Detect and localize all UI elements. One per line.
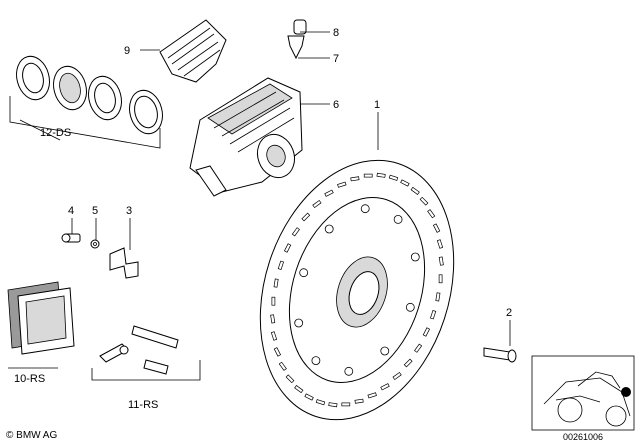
disc-slot [414,343,423,353]
disc-rivet [324,224,334,234]
callout-11-rs: 11-RS [128,399,158,411]
washer-part-5[interactable] [90,239,100,249]
disc-slot [419,196,429,206]
disc-bolt-part-2[interactable] [483,347,517,363]
disc-slot [432,223,441,233]
disc-slot [341,402,351,407]
disc-slot [438,274,443,284]
diagram-id: 00261006 [562,432,604,442]
disc-slot [277,260,285,271]
callout-8: 8 [333,27,339,39]
leader-lines [8,31,511,381]
disc-slot [304,393,314,401]
pin-kit-part-11-rs[interactable] [99,325,179,375]
disc-slot [315,399,326,406]
disc-slot [273,347,282,357]
callout-12-ds: 12-DS [40,127,71,139]
disc-slot [278,361,287,371]
bracket-part-3[interactable] [109,247,139,279]
disc-slot [285,374,295,384]
seal-kit-part-12-ds[interactable] [12,53,167,138]
disc-slot [337,181,347,188]
disc-rivet [380,346,390,356]
disc-rivet [405,302,415,312]
bolt-part-4[interactable] [61,233,81,243]
disc-slot [270,331,278,341]
disc-slot [291,227,300,237]
brake-pads-part-10-rs[interactable] [7,281,75,355]
disc-slot [283,243,292,253]
callout-4: 4 [68,205,74,217]
disc-slot [354,398,364,404]
disc-slot [380,383,390,391]
disc-slot [273,278,279,288]
disc-slot [436,239,444,249]
disc-slot [429,309,437,320]
disc-vent-slots [270,172,444,408]
disc-rivet [344,366,354,376]
disc-slot [427,209,436,219]
callout-10-rs: 10-RS [14,373,45,385]
disc-slot [350,176,360,182]
disc-slot [312,199,322,209]
callout-9: 9 [124,45,130,57]
copyright-label: © BMW AG [6,430,58,441]
locator-dot-icon [621,387,631,397]
disc-slot [422,327,431,337]
disc-slot [294,385,304,394]
callout-2: 2 [506,307,512,319]
disc-slot [367,392,377,399]
disc-rivets [294,204,420,376]
pad-spring-part-9[interactable] [159,19,227,83]
brake-disc-part-1[interactable] [228,135,485,445]
disc-slot [435,292,441,302]
callout-7: 7 [333,53,339,65]
disc-slot [271,296,276,306]
disc-rivet [311,356,321,366]
disc-slot [403,358,413,368]
callout-1: 1 [374,99,380,111]
brake-caliper-part-6[interactable] [189,77,303,197]
disc-rivet [410,252,420,262]
disc-slot [270,314,276,324]
bleeder-screw-part-7[interactable] [287,35,305,60]
bleeder-valve-part-8[interactable] [293,19,307,35]
disc-slot [376,172,386,178]
callout-6: 6 [333,99,339,111]
disc-slot [328,402,338,408]
disc-slot [301,212,311,222]
disc-rivet [299,268,309,278]
disc-slot [400,179,410,187]
disc-slot [410,186,420,195]
disc-slot [324,189,334,197]
disc-slot [388,174,399,181]
disc-slot [363,173,373,178]
disc-rivet [294,318,304,328]
disc-rivet [360,204,370,214]
motorcycle-thumbnail [531,355,635,431]
callout-5: 5 [92,205,98,217]
disc-rivet [393,214,403,224]
callout-3: 3 [126,205,132,217]
disc-slot [392,371,402,381]
disc-slot [438,256,444,266]
